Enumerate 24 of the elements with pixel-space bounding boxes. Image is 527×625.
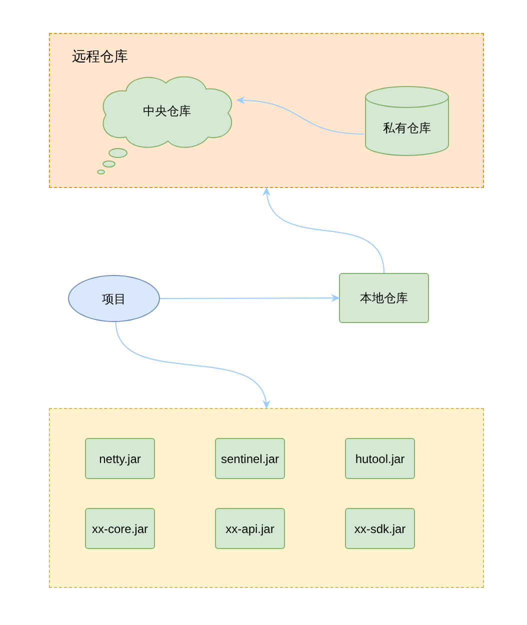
node-label: xx-core.jar: [92, 520, 148, 538]
node-label: sentinel.jar: [220, 450, 280, 468]
process-box: [85, 508, 155, 549]
node-label: 本地仓库: [360, 290, 408, 307]
arrow: [236, 96, 364, 134]
process-box: [215, 438, 285, 479]
node-label: xx-api.jar: [226, 520, 274, 538]
node-label: 私有仓库: [383, 120, 431, 137]
arrow: [115, 322, 269, 409]
node-label: 中央仓库: [143, 103, 191, 120]
group-title: 远程仓库: [72, 47, 128, 66]
node-label: 项目: [102, 290, 126, 308]
group-band: [49, 408, 484, 588]
process-box: [215, 508, 285, 549]
node-label: netty.jar: [99, 450, 141, 468]
arrow: [264, 187, 384, 274]
node-label: hutool.jar: [355, 450, 405, 468]
process-box: [345, 508, 415, 549]
arrow: [160, 294, 340, 302]
node-label: xx-sdk.jar: [354, 520, 406, 538]
group-band: [49, 33, 484, 188]
process-box: [345, 438, 415, 479]
process-box: [339, 273, 429, 323]
process-box: [85, 438, 155, 479]
